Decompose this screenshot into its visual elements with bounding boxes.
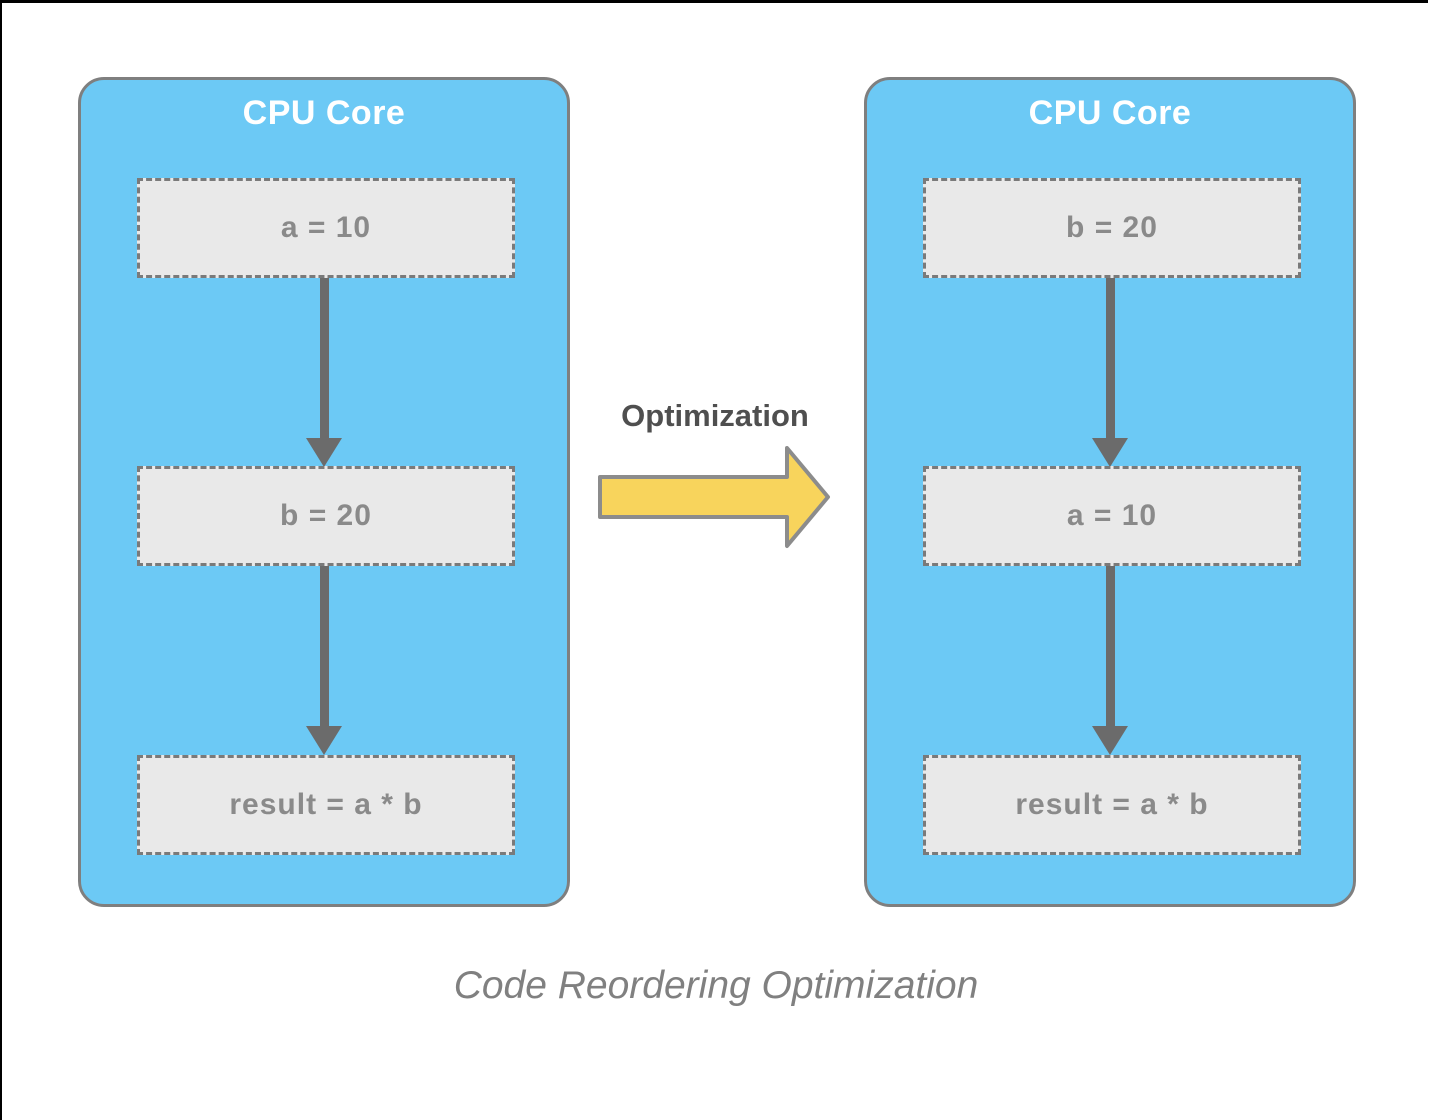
- flow-arrow-icon: [1106, 566, 1115, 727]
- flow-arrowhead-icon: [306, 438, 342, 467]
- instruction-box: result = a * b: [137, 755, 515, 855]
- instruction-text: result = a * b: [229, 788, 423, 821]
- instruction-text: b = 20: [280, 499, 372, 532]
- flow-arrowhead-icon: [306, 726, 342, 755]
- cpu-core-panel-after: CPU Core b = 20 a = 10 result = a * b: [864, 77, 1356, 907]
- cpu-core-panel-before: CPU Core a = 10 b = 20 result = a * b: [78, 77, 570, 907]
- instruction-box: result = a * b: [923, 755, 1301, 855]
- flow-arrow-icon: [320, 278, 329, 438]
- flow-arrowhead-icon: [1092, 438, 1128, 467]
- flow-arrow-icon: [1106, 278, 1115, 438]
- cpu-core-title: CPU Core: [1028, 94, 1192, 132]
- instruction-box: b = 20: [137, 466, 515, 566]
- cpu-core-title: CPU Core: [242, 94, 406, 132]
- optimization-arrow-icon: [598, 446, 830, 548]
- instruction-text: result = a * b: [1015, 788, 1209, 821]
- instruction-box: b = 20: [923, 178, 1301, 278]
- instruction-box: a = 10: [923, 466, 1301, 566]
- instruction-box: a = 10: [137, 178, 515, 278]
- window-top-edge: [0, 0, 1428, 3]
- instruction-text: a = 10: [280, 211, 372, 244]
- diagram-caption: Code Reordering Optimization: [453, 964, 979, 1007]
- instruction-text: b = 20: [1066, 211, 1158, 244]
- window-left-edge: [0, 0, 2, 1120]
- flow-arrow-icon: [320, 566, 329, 727]
- instruction-text: a = 10: [1066, 499, 1158, 532]
- optimization-label: Optimization: [621, 398, 809, 433]
- flow-arrowhead-icon: [1092, 726, 1128, 755]
